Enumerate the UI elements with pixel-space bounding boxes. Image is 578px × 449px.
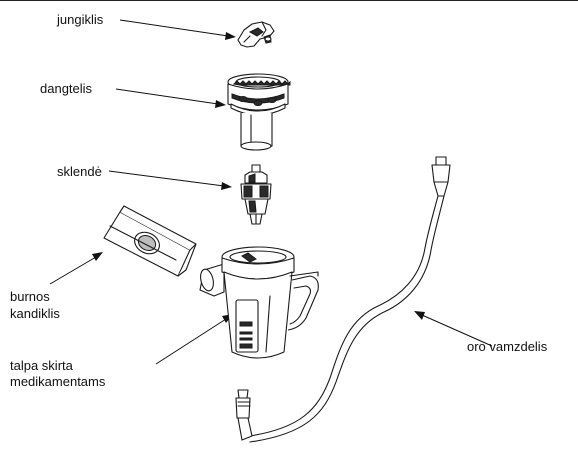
mouthpiece-part (104, 206, 196, 276)
arrow-mouthpiece (50, 252, 103, 284)
label-air-tube: oro vamzdelis (467, 339, 547, 354)
label-mouthpiece-line2: kandiklis (10, 306, 60, 321)
arrow-switch (120, 20, 236, 40)
arrow-valve (109, 171, 232, 190)
label-valve: sklendė (57, 164, 102, 179)
container-part (199, 247, 319, 358)
arrow-cap (116, 89, 226, 108)
switch-part (238, 22, 274, 47)
label-container-line1: talpa skirta (10, 358, 73, 373)
arrow-container (156, 314, 233, 364)
label-cap: dangtelis (40, 81, 92, 96)
valve-part (241, 165, 271, 224)
label-switch: jungiklis (57, 12, 103, 27)
label-mouthpiece-line1: burnos (10, 289, 50, 304)
label-container-line2: medikamentams (10, 374, 105, 389)
cap-part (228, 74, 290, 150)
